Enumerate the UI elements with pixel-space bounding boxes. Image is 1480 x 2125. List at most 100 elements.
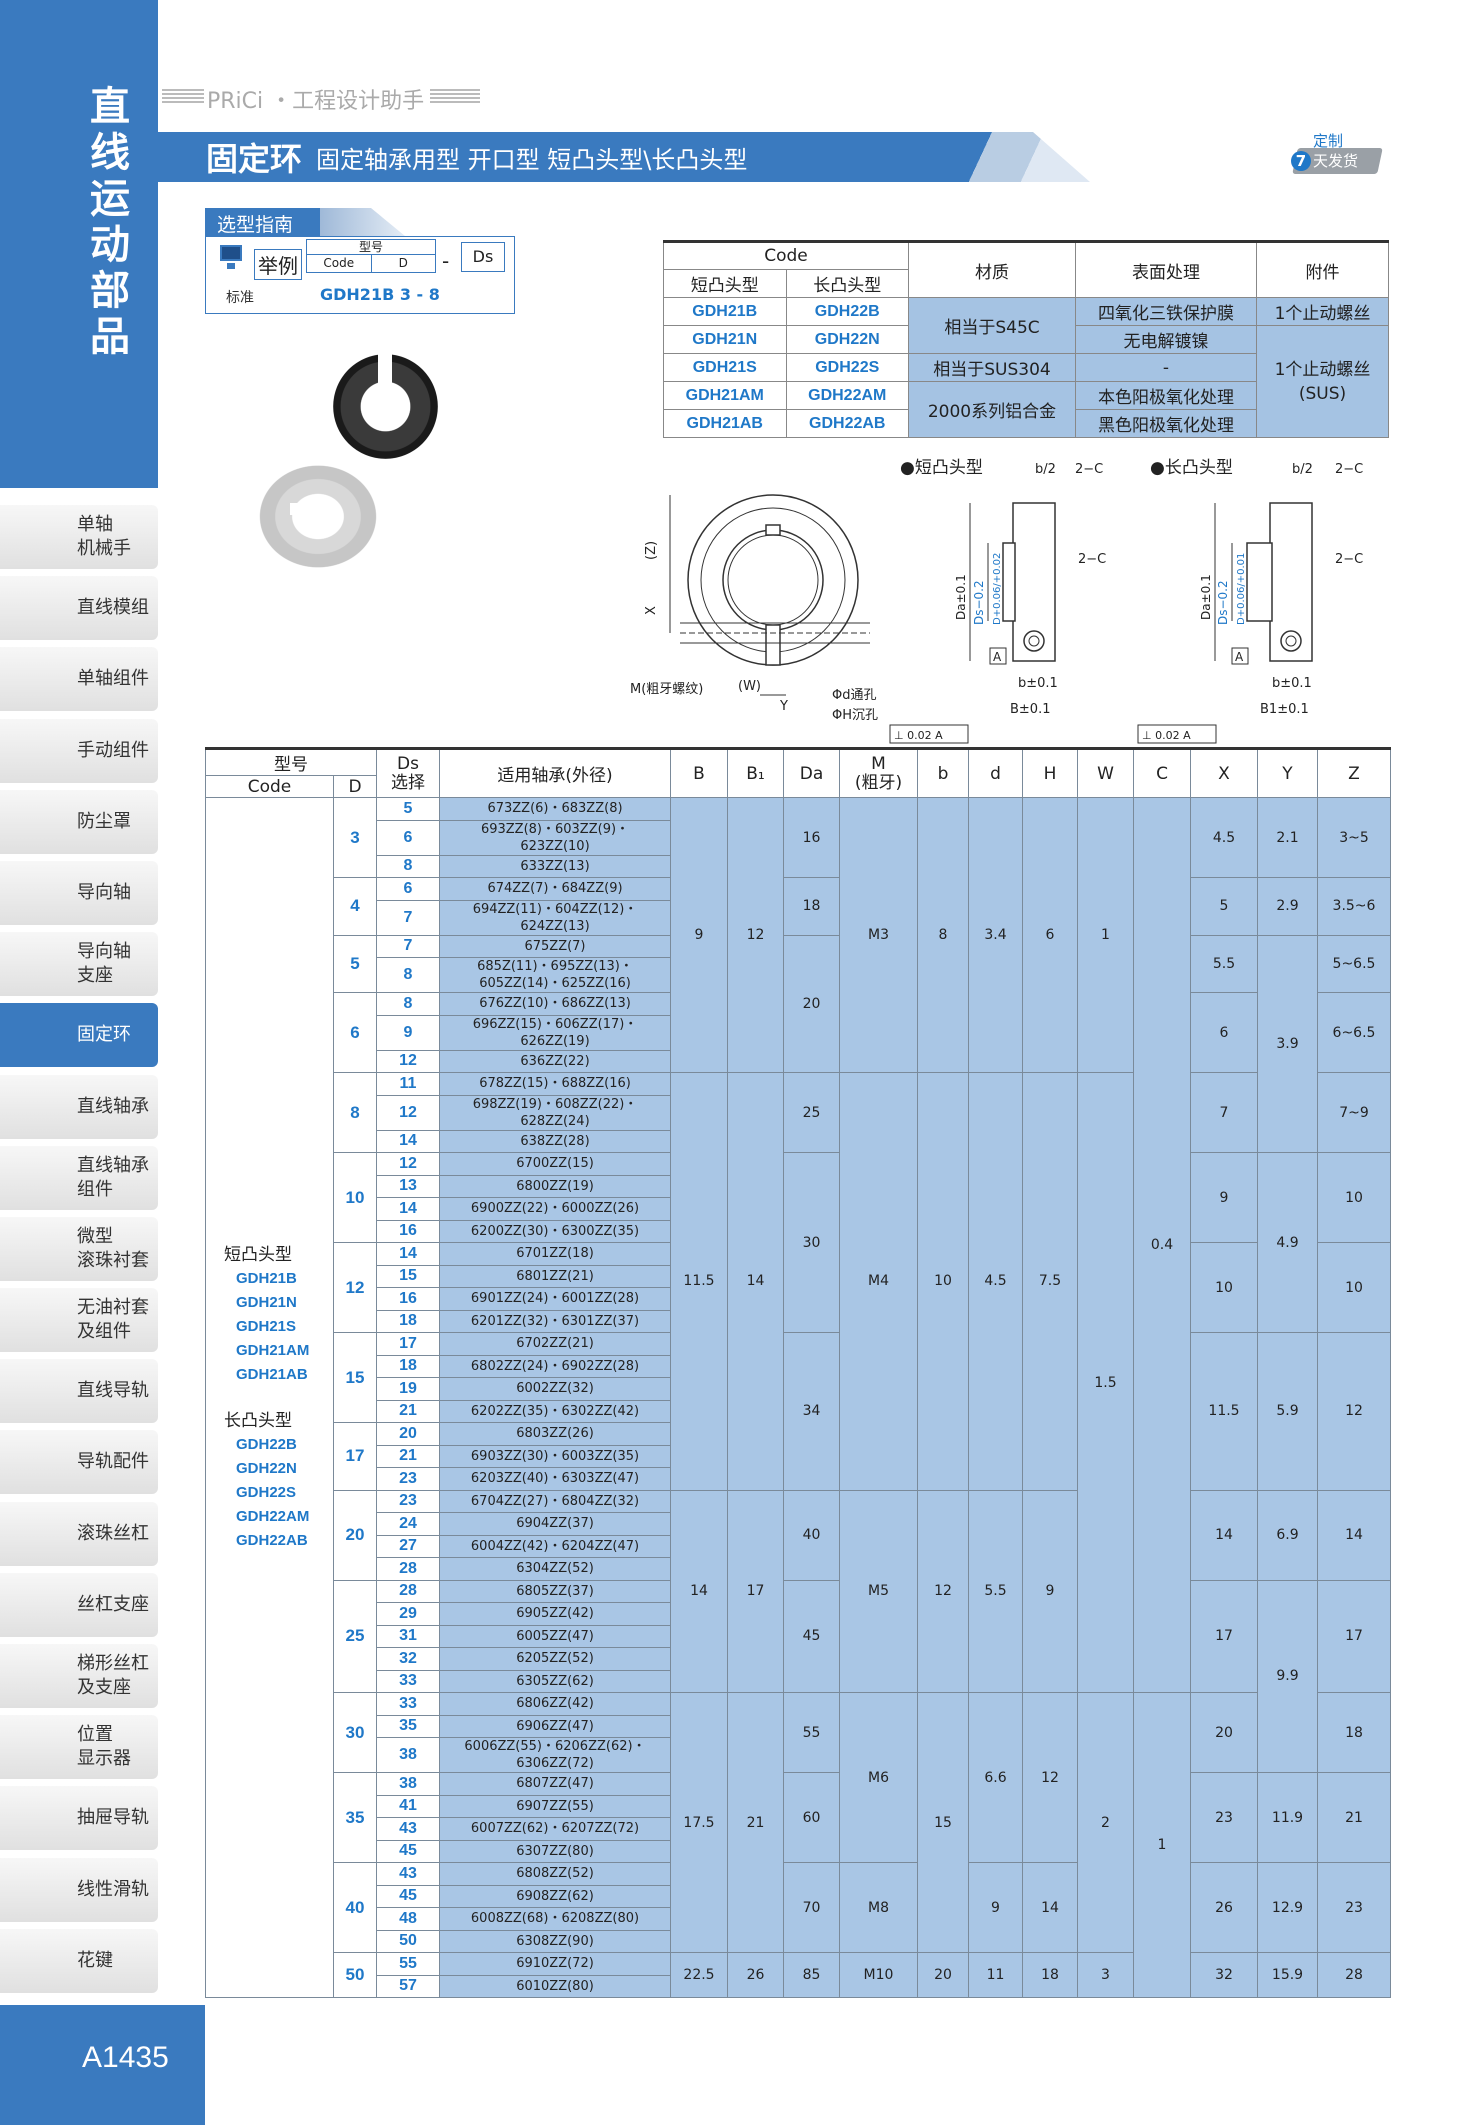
da-label: Da±0.1: [954, 574, 968, 620]
sidebar-item[interactable]: 直线导轨: [0, 1359, 158, 1424]
ds-cell: 35: [376, 1714, 440, 1738]
code-cell: GDH22S: [785, 353, 909, 382]
sidebar-item[interactable]: 直线轴承 组件: [0, 1145, 158, 1210]
dimension-x-cell: 5: [1190, 877, 1258, 936]
dimension-da-cell: 16: [783, 797, 840, 878]
bearing-cell: 6903ZZ(30)・6003ZZ(35): [439, 1444, 671, 1468]
da-label: Da±0.1: [1199, 574, 1213, 620]
ds-cell: 12: [376, 1094, 440, 1131]
ds-label: Ds−0.2: [1216, 580, 1230, 625]
code-cell: GDH22N: [785, 325, 909, 354]
sidebar-item[interactable]: 导向轴 支座: [0, 932, 158, 997]
series-code: GDH21N: [236, 1293, 297, 1311]
standard-example-values: GDH21B 3 - 8: [320, 285, 440, 304]
ds-cell: 6: [376, 819, 440, 856]
sidebar-item[interactable]: 抽屉导轨: [0, 1786, 158, 1851]
ds-cell: 43: [376, 1817, 440, 1841]
sidebar-item[interactable]: 梯形丝杠 及支座: [0, 1644, 158, 1708]
dimension-b-cell: 12: [917, 1489, 969, 1693]
brand-line: PRiCi ・工程设计助手: [162, 83, 480, 115]
ds-cell: 14: [376, 1242, 440, 1266]
sidebar-item[interactable]: 单轴组件: [0, 647, 158, 712]
material-cell: 相当于S45C: [908, 297, 1076, 354]
dimension-d-cell: 9: [968, 1862, 1023, 1953]
sidebar-item[interactable]: 线性滑轨: [0, 1857, 158, 1922]
short-type-title: ●短凸头型: [900, 458, 983, 478]
material-table: Code 材质 表面处理 附件 短凸头型 长凸头型 GDH21B GDH22B …: [663, 240, 1389, 438]
dimension-m-cell: M10: [839, 1952, 918, 1998]
silver-collar-photo: [258, 464, 378, 569]
dimension-z-cell: 3~5: [1317, 797, 1391, 878]
column-header-c: C: [1133, 747, 1191, 798]
dimension-z-cell: 6~6.5: [1317, 992, 1391, 1073]
sidebar-item[interactable]: 无油衬套 及组件: [0, 1288, 158, 1353]
dimension-z-cell: 18: [1317, 1692, 1391, 1773]
ds-cell: 7: [376, 899, 440, 936]
dimension-h-cell: 18: [1022, 1952, 1078, 1998]
sidebar-item-label: 梯形丝杠 及支座: [77, 1653, 149, 1698]
bearing-cell: 6007ZZ(62)・6207ZZ(72): [439, 1817, 671, 1841]
dimension-y-cell: 4.9: [1257, 1152, 1318, 1333]
dimension-x-cell: 10: [1190, 1242, 1258, 1333]
sidebar-item[interactable]: 单轴 机械手: [0, 505, 158, 569]
ds-label: Ds: [461, 242, 505, 272]
dimension-da-cell: 60: [783, 1772, 840, 1863]
dimension-y-cell: 9.9: [1257, 1579, 1318, 1773]
column-header-z: Z: [1317, 747, 1391, 798]
sidebar-item-label: 直线轴承: [77, 1095, 149, 1117]
series-code: GDH22B: [236, 1435, 297, 1453]
dimension-z-cell: 12: [1317, 1332, 1391, 1491]
dimension-da-cell: 70: [783, 1862, 840, 1953]
sidebar-item[interactable]: 防尘罩: [0, 789, 158, 854]
bearing-cell: 638ZZ(28): [439, 1129, 671, 1153]
dimension-z-cell: 23: [1317, 1862, 1391, 1953]
dimension-c-cell: 1: [1133, 1692, 1191, 1998]
sidebar-item[interactable]: 直线轴承: [0, 1074, 158, 1139]
sidebar-item-label: 单轴组件: [77, 668, 149, 690]
sidebar-item[interactable]: 导向轴: [0, 860, 158, 925]
dimension-b-cell: 10: [917, 1072, 969, 1491]
sidebar-item[interactable]: 位置 显示器: [0, 1715, 158, 1780]
B1-tolerance: B1±0.1: [1260, 702, 1309, 717]
series-code: GDH22N: [236, 1459, 297, 1477]
code-cell: GDH21S: [663, 353, 787, 382]
material-cell: 相当于SUS304: [908, 353, 1076, 382]
ds-cell: 50: [376, 1929, 440, 1953]
sidebar-item[interactable]: 导轨配件: [0, 1430, 158, 1495]
sidebar-item[interactable]: 手动组件: [0, 718, 158, 783]
code-cell: GDH21N: [663, 325, 787, 354]
column-header-b1: B₁: [727, 747, 784, 798]
sidebar-item[interactable]: 花键: [0, 1928, 158, 1993]
dimension-h-cell: 9: [1022, 1489, 1078, 1693]
ds-cell: 16: [376, 1219, 440, 1243]
sidebar-item[interactable]: 丝杠支座: [0, 1572, 158, 1637]
sidebar-item[interactable]: 滚珠丝杠: [0, 1501, 158, 1566]
dimension-d-cell: 4.5: [968, 1072, 1023, 1491]
bearing-cell: 6004ZZ(42)・6204ZZ(47): [439, 1534, 671, 1558]
sidebar-item[interactable]: 直线模组: [0, 576, 158, 641]
accessory-cell: 1个止动螺丝: [1256, 297, 1389, 326]
sidebar-item[interactable]: 微型 滚珠衬套: [0, 1216, 158, 1281]
dimension-h-cell: 14: [1022, 1862, 1078, 1953]
sidebar-item-label: 线性滑轨: [77, 1878, 149, 1900]
bore-circle: [722, 529, 824, 631]
material-cell: 2000系列铝合金: [908, 381, 1076, 438]
bearing-cell: 6006ZZ(55)・6206ZZ(62)・ 6306ZZ(72): [439, 1737, 671, 1773]
sidebar-item[interactable]: 固定环: [0, 1003, 158, 1068]
bearing-cell: 6907ZZ(55): [439, 1794, 671, 1818]
bore-diameter-cell: 10: [333, 1152, 377, 1243]
bore-diameter-cell: 50: [333, 1952, 377, 1998]
ds-cell: 21: [376, 1399, 440, 1423]
w-label: (W): [738, 679, 761, 694]
column-header-da: Da: [783, 747, 840, 798]
y-label: Y: [779, 699, 788, 714]
dimension-b-cell: 20: [917, 1952, 969, 1998]
